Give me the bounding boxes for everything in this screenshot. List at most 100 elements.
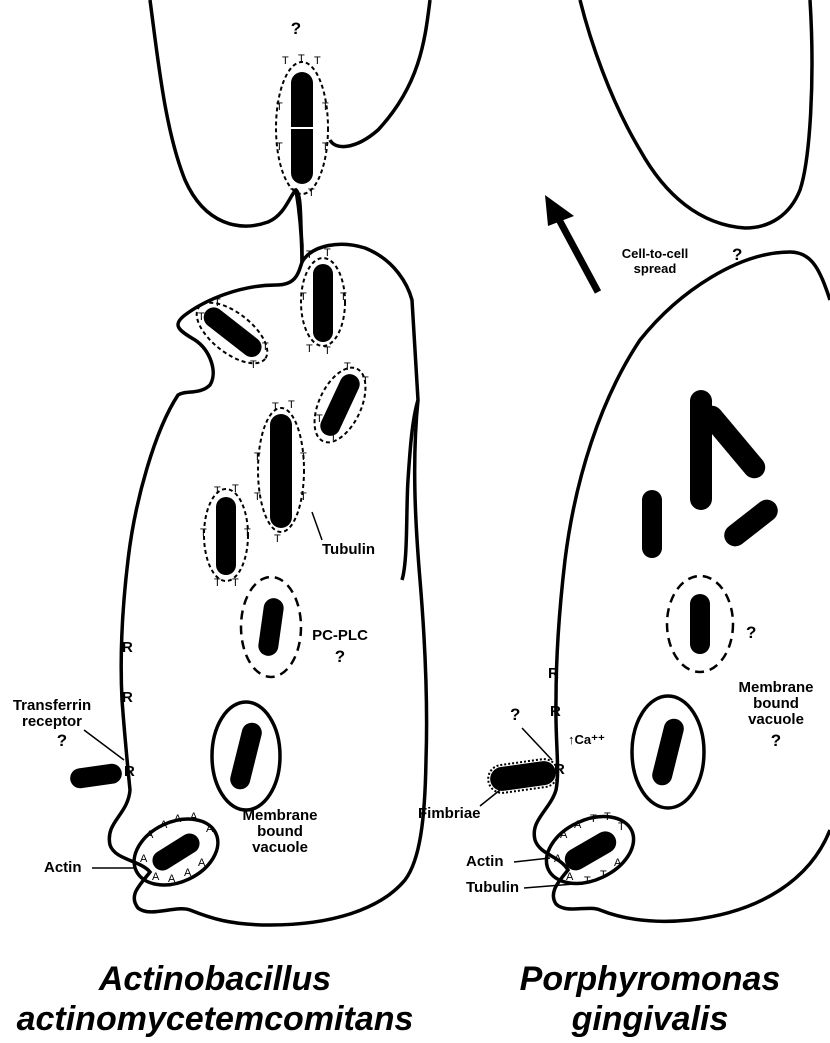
left-vacuole-label-1: Membrane: [242, 807, 317, 824]
left-external-bacterium: [69, 762, 123, 789]
right-tubulin-label: Tubulin: [466, 879, 519, 896]
svg-text:A: A: [184, 867, 192, 879]
left-top-question: ?: [291, 19, 301, 38]
svg-text:T: T: [254, 451, 261, 463]
transferrin-question: ?: [57, 731, 67, 750]
svg-text:T: T: [274, 533, 281, 545]
svg-text:T: T: [250, 359, 257, 371]
right-vacuole-label-3: vacuole: [748, 711, 804, 728]
svg-text:T: T: [244, 527, 251, 539]
right-upper-cell-membrane: [580, 0, 812, 228]
svg-text:T: T: [324, 345, 331, 357]
svg-text:T: T: [214, 577, 221, 589]
svg-text:T: T: [604, 811, 611, 823]
svg-text:T: T: [590, 813, 597, 825]
spread-label-1: Cell-to-cell: [622, 246, 688, 261]
transferrin-label-1: Transferrin: [13, 697, 91, 714]
right-receptor-question: ?: [510, 705, 520, 724]
fimbriae-label: Fimbriae: [418, 805, 481, 822]
svg-text:T: T: [344, 361, 351, 373]
right-panel: Cell-to-cell spread ? ? Membrane bound v…: [418, 0, 830, 1038]
left-vacuole-label-3: vacuole: [252, 839, 308, 856]
right-title-line2: gingivalis: [571, 1000, 729, 1038]
spread-arrow: [556, 214, 598, 292]
left-upper-cell-right-edge: [330, 0, 430, 147]
svg-text:T: T: [290, 187, 297, 199]
right-receptor-r3: R: [554, 761, 565, 778]
left-bacterium-center: [258, 408, 304, 532]
svg-text:T: T: [330, 431, 337, 443]
svg-text:T: T: [232, 483, 239, 495]
left-actin-label: Actin: [44, 859, 82, 876]
left-title-line2: actinomycetemcomitans: [17, 1000, 414, 1038]
svg-text:A: A: [198, 857, 206, 869]
left-receptor-r2: R: [122, 689, 133, 706]
svg-text:A: A: [190, 811, 198, 823]
svg-text:T: T: [322, 101, 329, 113]
arrow-head: [545, 195, 574, 226]
right-receptor-r1: R: [548, 665, 559, 682]
svg-text:T: T: [262, 341, 269, 353]
right-vacuole-question-small: ?: [746, 623, 756, 642]
spread-label-2: spread: [634, 261, 677, 276]
left-bacterium-lower-left: [204, 489, 248, 581]
pcplc-question: ?: [335, 647, 345, 666]
right-actin-label: Actin: [466, 853, 504, 870]
svg-text:T: T: [362, 375, 369, 387]
svg-text:T: T: [300, 491, 307, 503]
left-receptor-r3: R: [124, 763, 135, 780]
spread-question: ?: [732, 245, 742, 264]
pcplc-label: PC-PLC: [312, 627, 368, 644]
svg-text:A: A: [152, 871, 160, 883]
right-vacuole-question: ?: [771, 731, 781, 750]
left-panel: ? T T T: [13, 0, 430, 1038]
svg-text:A: A: [554, 853, 562, 865]
svg-text:T: T: [214, 485, 221, 497]
svg-text:T: T: [600, 869, 607, 881]
right-bacterium-diagonal-bottom: [720, 495, 782, 551]
svg-text:T: T: [276, 101, 283, 113]
svg-text:A: A: [614, 857, 622, 869]
svg-text:T: T: [198, 311, 205, 323]
left-bacterium-protrusion: [276, 62, 328, 194]
svg-text:T: T: [272, 401, 279, 413]
svg-text:T: T: [314, 55, 321, 67]
svg-text:T: T: [254, 491, 261, 503]
svg-text:A: A: [560, 829, 568, 841]
svg-text:T: T: [298, 53, 305, 65]
right-vacuole-label-1: Membrane: [738, 679, 813, 696]
svg-text:T: T: [276, 141, 283, 153]
svg-text:T: T: [306, 249, 313, 261]
left-tubulin-label: Tubulin: [322, 541, 375, 558]
svg-text:T: T: [300, 451, 307, 463]
svg-text:T: T: [308, 187, 315, 199]
right-receptor-r2: R: [550, 703, 561, 720]
left-bacterium-diagonal: [304, 360, 376, 450]
left-title-line1: Actinobacillus: [98, 960, 331, 998]
svg-text:A: A: [566, 871, 574, 883]
svg-text:T: T: [232, 577, 239, 589]
left-bacterium-upper-right: [301, 258, 345, 346]
svg-text:T: T: [316, 413, 323, 425]
svg-text:A: A: [174, 813, 182, 825]
svg-text:T: T: [288, 399, 295, 411]
svg-text:T: T: [200, 527, 207, 539]
svg-text:A: A: [168, 873, 176, 885]
svg-text:T: T: [282, 55, 289, 67]
svg-text:T: T: [340, 291, 347, 303]
svg-text:A: A: [140, 853, 148, 865]
svg-text:T: T: [322, 141, 329, 153]
right-vacuole-label-2: bound: [753, 695, 799, 712]
svg-text:T: T: [300, 291, 307, 303]
svg-text:A: A: [160, 819, 168, 831]
calcium-label: ↑Ca⁺⁺: [568, 732, 605, 747]
svg-text:T: T: [618, 821, 625, 833]
svg-text:A: A: [206, 823, 214, 835]
svg-text:T: T: [306, 343, 313, 355]
right-title-line1: Porphyromonas: [520, 960, 781, 998]
svg-text:A: A: [146, 829, 154, 841]
right-bacterium-short: [642, 490, 662, 558]
left-vacuole-label-2: bound: [257, 823, 303, 840]
svg-text:A: A: [574, 819, 582, 831]
